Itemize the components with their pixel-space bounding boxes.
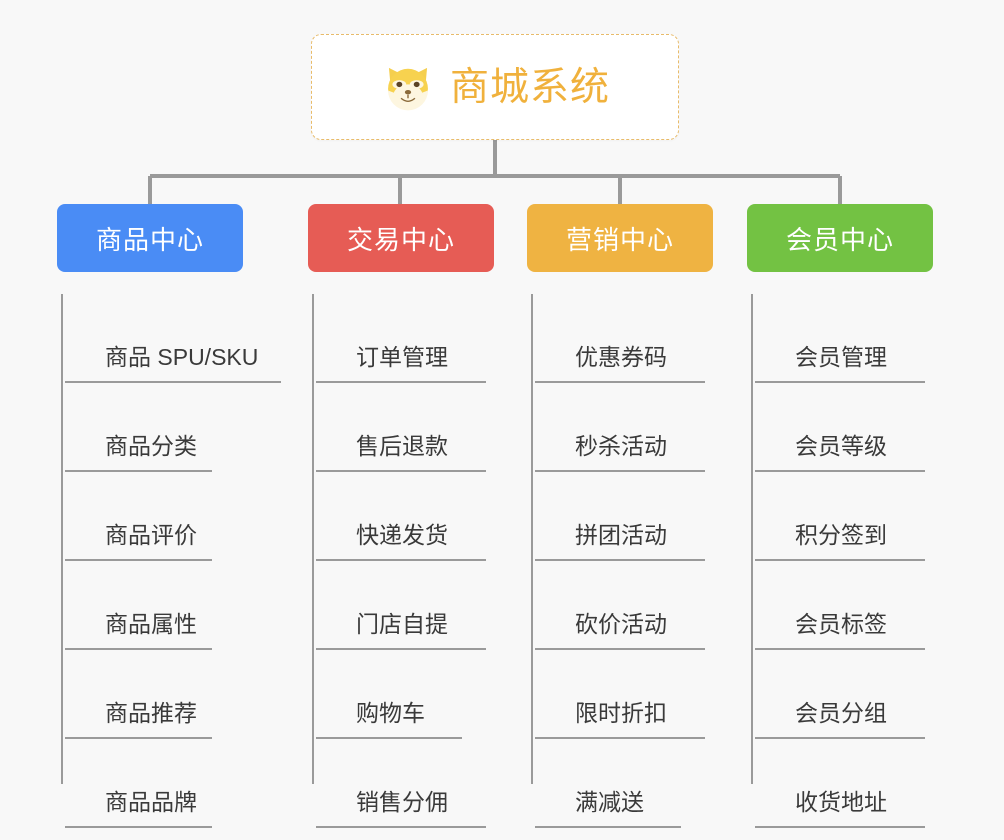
list-item[interactable]: 商品推荐 xyxy=(61,650,243,739)
list-item[interactable]: 会员标签 xyxy=(751,561,933,650)
branch-column-trade: 交易中心 订单管理 售后退款 快递发货 门店自提 购物车 销售分佣 xyxy=(308,204,494,828)
branch-column-product: 商品中心 商品 SPU/SKU 商品分类 商品评价 商品属性 商品推荐 商品品牌 xyxy=(57,204,281,828)
category-header-member[interactable]: 会员中心 xyxy=(747,204,933,272)
list-item[interactable]: 订单管理 xyxy=(312,294,494,383)
category-header-label: 会员中心 xyxy=(785,224,894,255)
list-item[interactable]: 门店自提 xyxy=(312,561,494,650)
leaf-label: 商品品牌 xyxy=(105,788,197,815)
leaf-label: 限时折扣 xyxy=(575,699,667,726)
list-item[interactable]: 商品属性 xyxy=(61,561,243,650)
list-item[interactable]: 会员等级 xyxy=(751,383,933,472)
list-item[interactable]: 商品 SPU/SKU xyxy=(61,294,281,383)
list-item[interactable]: 限时折扣 xyxy=(531,650,713,739)
category-header-label: 商品中心 xyxy=(95,224,204,255)
list-item[interactable]: 快递发货 xyxy=(312,472,494,561)
list-item[interactable]: 商品分类 xyxy=(61,383,243,472)
leaf-label: 售后退款 xyxy=(356,432,448,459)
list-item[interactable]: 优惠券码 xyxy=(531,294,713,383)
root-node[interactable]: 商城系统 xyxy=(311,34,679,140)
list-item[interactable]: 砍价活动 xyxy=(531,561,713,650)
list-item[interactable]: 秒杀活动 xyxy=(531,383,713,472)
leaf-label: 拼团活动 xyxy=(575,521,667,548)
list-item[interactable]: 售后退款 xyxy=(312,383,494,472)
leaf-list-marketing: 优惠券码 秒杀活动 拼团活动 砍价活动 限时折扣 满减送 xyxy=(527,294,713,828)
leaf-label: 快递发货 xyxy=(356,521,448,548)
leaf-label: 商品评价 xyxy=(105,521,197,548)
leaf-label: 会员管理 xyxy=(795,343,887,370)
category-header-label: 营销中心 xyxy=(565,224,674,255)
list-item[interactable]: 购物车 xyxy=(312,650,494,739)
shiba-dog-face-icon xyxy=(388,67,428,111)
category-header-product[interactable]: 商品中心 xyxy=(57,204,243,272)
leaf-label: 商品推荐 xyxy=(105,699,197,726)
list-item[interactable]: 会员分组 xyxy=(751,650,933,739)
leaf-label: 会员标签 xyxy=(795,610,887,637)
branch-column-marketing: 营销中心 优惠券码 秒杀活动 拼团活动 砍价活动 限时折扣 满减送 xyxy=(527,204,713,828)
leaf-label: 满减送 xyxy=(575,788,644,815)
list-item[interactable]: 满减送 xyxy=(531,739,713,828)
leaf-label: 商品分类 xyxy=(105,432,197,459)
list-item[interactable]: 拼团活动 xyxy=(531,472,713,561)
leaf-label: 订单管理 xyxy=(356,343,448,370)
list-item[interactable]: 商品评价 xyxy=(61,472,243,561)
leaf-label: 购物车 xyxy=(356,699,425,726)
category-header-marketing[interactable]: 营销中心 xyxy=(527,204,713,272)
category-header-label: 交易中心 xyxy=(346,224,455,255)
leaf-list-member: 会员管理 会员等级 积分签到 会员标签 会员分组 收货地址 xyxy=(747,294,933,828)
leaf-label: 会员分组 xyxy=(795,699,887,726)
list-item[interactable]: 会员管理 xyxy=(751,294,933,383)
leaf-list-product: 商品 SPU/SKU 商品分类 商品评价 商品属性 商品推荐 商品品牌 xyxy=(57,294,281,828)
category-header-trade[interactable]: 交易中心 xyxy=(308,204,494,272)
leaf-label: 会员等级 xyxy=(795,432,887,459)
leaf-list-trade: 订单管理 售后退款 快递发货 门店自提 购物车 销售分佣 xyxy=(308,294,494,828)
leaf-label: 商品属性 xyxy=(105,610,197,637)
branch-column-member: 会员中心 会员管理 会员等级 积分签到 会员标签 会员分组 收货地址 xyxy=(747,204,933,828)
list-item[interactable]: 积分签到 xyxy=(751,472,933,561)
root-title: 商城系统 xyxy=(449,65,610,109)
leaf-label: 销售分佣 xyxy=(356,788,448,815)
leaf-label: 商品 SPU/SKU xyxy=(105,343,259,370)
leaf-label: 门店自提 xyxy=(356,610,448,637)
list-item[interactable]: 收货地址 xyxy=(751,739,933,828)
list-item[interactable]: 商品品牌 xyxy=(61,739,243,828)
leaf-label: 秒杀活动 xyxy=(575,432,667,459)
leaf-label: 砍价活动 xyxy=(575,610,667,637)
leaf-label: 优惠券码 xyxy=(575,343,667,370)
list-item[interactable]: 销售分佣 xyxy=(312,739,494,828)
leaf-label: 积分签到 xyxy=(795,521,887,548)
leaf-label: 收货地址 xyxy=(795,788,887,815)
